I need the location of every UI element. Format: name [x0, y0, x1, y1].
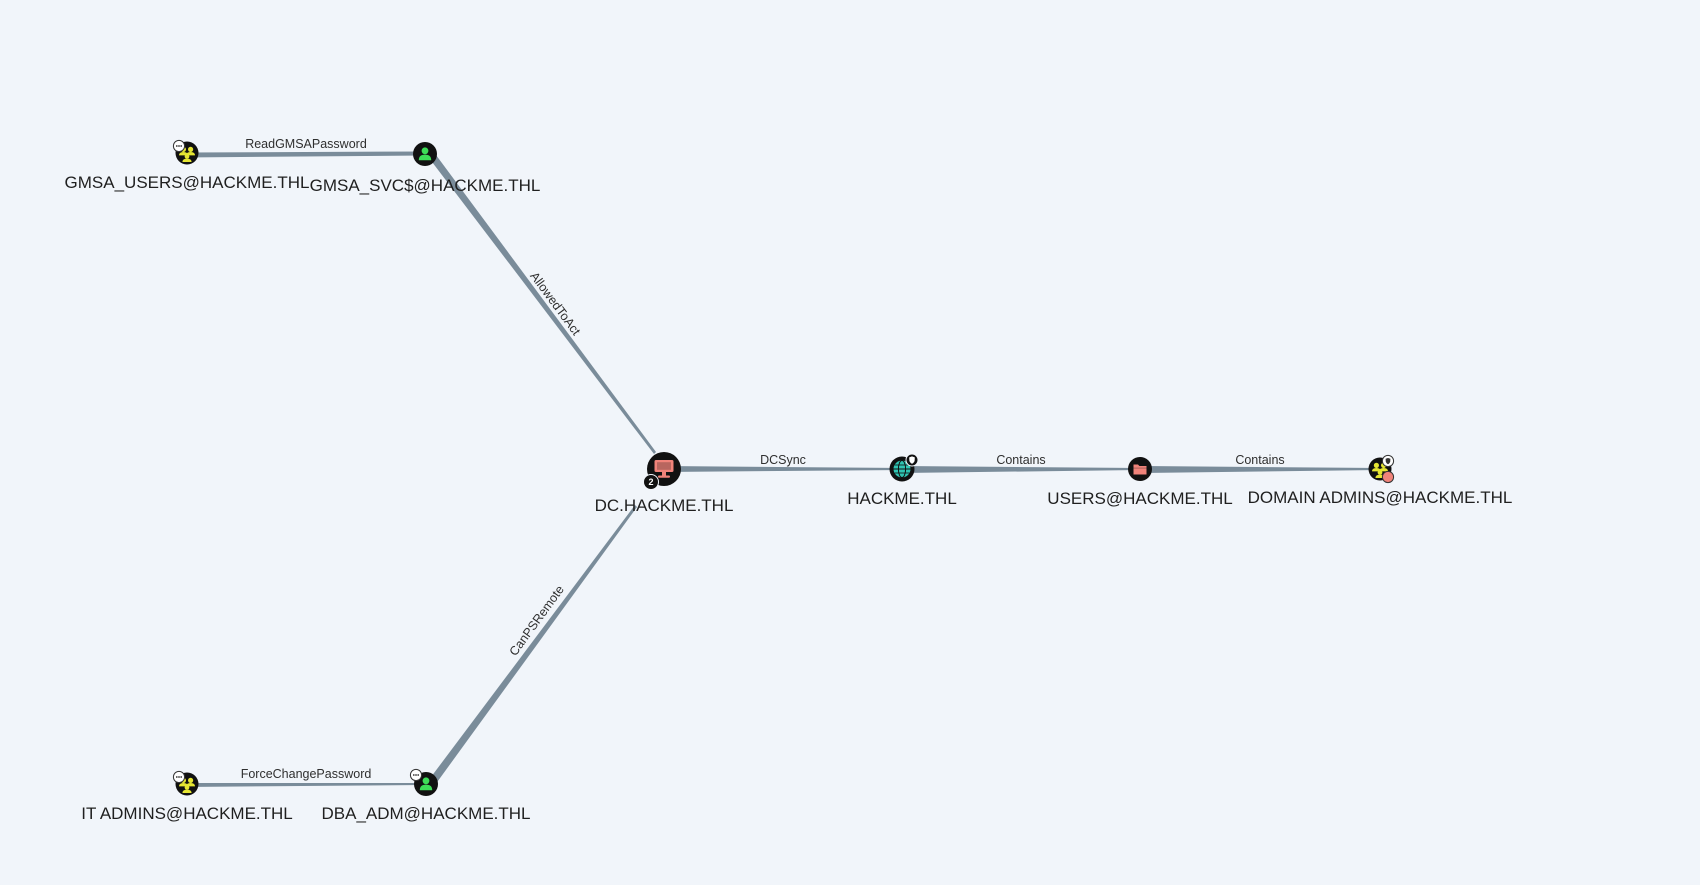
chat-badge-icon	[172, 139, 186, 153]
edge-allowed-to-act[interactable]: AllowedToAct	[429, 155, 656, 454]
node-label: GMSA_SVC$@HACKME.THL	[310, 176, 541, 195]
node-gmsa-users[interactable]: GMSA_USERS@HACKME.THL	[65, 139, 310, 192]
edge-contains-users[interactable]: Contains	[902, 453, 1140, 473]
node-it-admins[interactable]: IT ADMINS@HACKME.THL	[81, 770, 293, 823]
tier-zero-badge-icon	[1381, 470, 1395, 484]
svg-text:2: 2	[648, 477, 653, 487]
shield-badge-icon	[905, 453, 919, 467]
edge-label-contains-users: Contains	[996, 453, 1045, 467]
node-label: IT ADMINS@HACKME.THL	[81, 804, 293, 823]
node-label: HACKME.THL	[847, 489, 957, 508]
shield-badge-icon	[1381, 454, 1395, 468]
count-badge-icon: 2	[643, 474, 659, 490]
node-hackme[interactable]: HACKME.THL	[847, 453, 957, 508]
edge-label-allowed-to-act: AllowedToAct	[527, 269, 583, 338]
edge-label-dcsync: DCSync	[760, 453, 806, 467]
chat-badge-icon	[172, 770, 186, 784]
edge-label-read-gmsa-password: ReadGMSAPassword	[245, 137, 367, 151]
edge-force-change-password[interactable]: ForceChangePassword	[184, 767, 423, 787]
node-label: USERS@HACKME.THL	[1047, 489, 1232, 508]
node-label: DOMAIN ADMINS@HACKME.THL	[1248, 488, 1513, 507]
edge-label-contains-domain-admins: Contains	[1235, 453, 1284, 467]
node-users-ou[interactable]: USERS@HACKME.THL	[1047, 457, 1233, 508]
edge-read-gmsa-password[interactable]: ReadGMSAPassword	[183, 137, 424, 158]
edge-dcsync[interactable]: DCSync	[664, 453, 901, 472]
user-icon	[413, 142, 437, 166]
node-gmsa-svc[interactable]: GMSA_SVC$@HACKME.THL	[310, 142, 541, 195]
edge-can-ps-remote[interactable]: CanPSRemote	[428, 505, 637, 785]
node-dba-adm[interactable]: DBA_ADM@HACKME.THL	[321, 768, 531, 823]
node-domain-admins[interactable]: DOMAIN ADMINS@HACKME.THL	[1248, 454, 1513, 507]
edge-label-can-ps-remote: CanPSRemote	[507, 583, 567, 659]
chat-badge-icon	[409, 768, 423, 782]
ou-folder-icon	[1128, 457, 1152, 481]
edge-contains-domain-admins[interactable]: Contains	[1140, 453, 1380, 473]
node-label: DC.HACKME.THL	[595, 496, 734, 515]
node-dc[interactable]: 2 DC.HACKME.THL	[595, 452, 734, 515]
node-label: GMSA_USERS@HACKME.THL	[65, 173, 310, 192]
node-label: DBA_ADM@HACKME.THL	[321, 804, 530, 823]
edge-label-force-change-password: ForceChangePassword	[241, 767, 372, 781]
